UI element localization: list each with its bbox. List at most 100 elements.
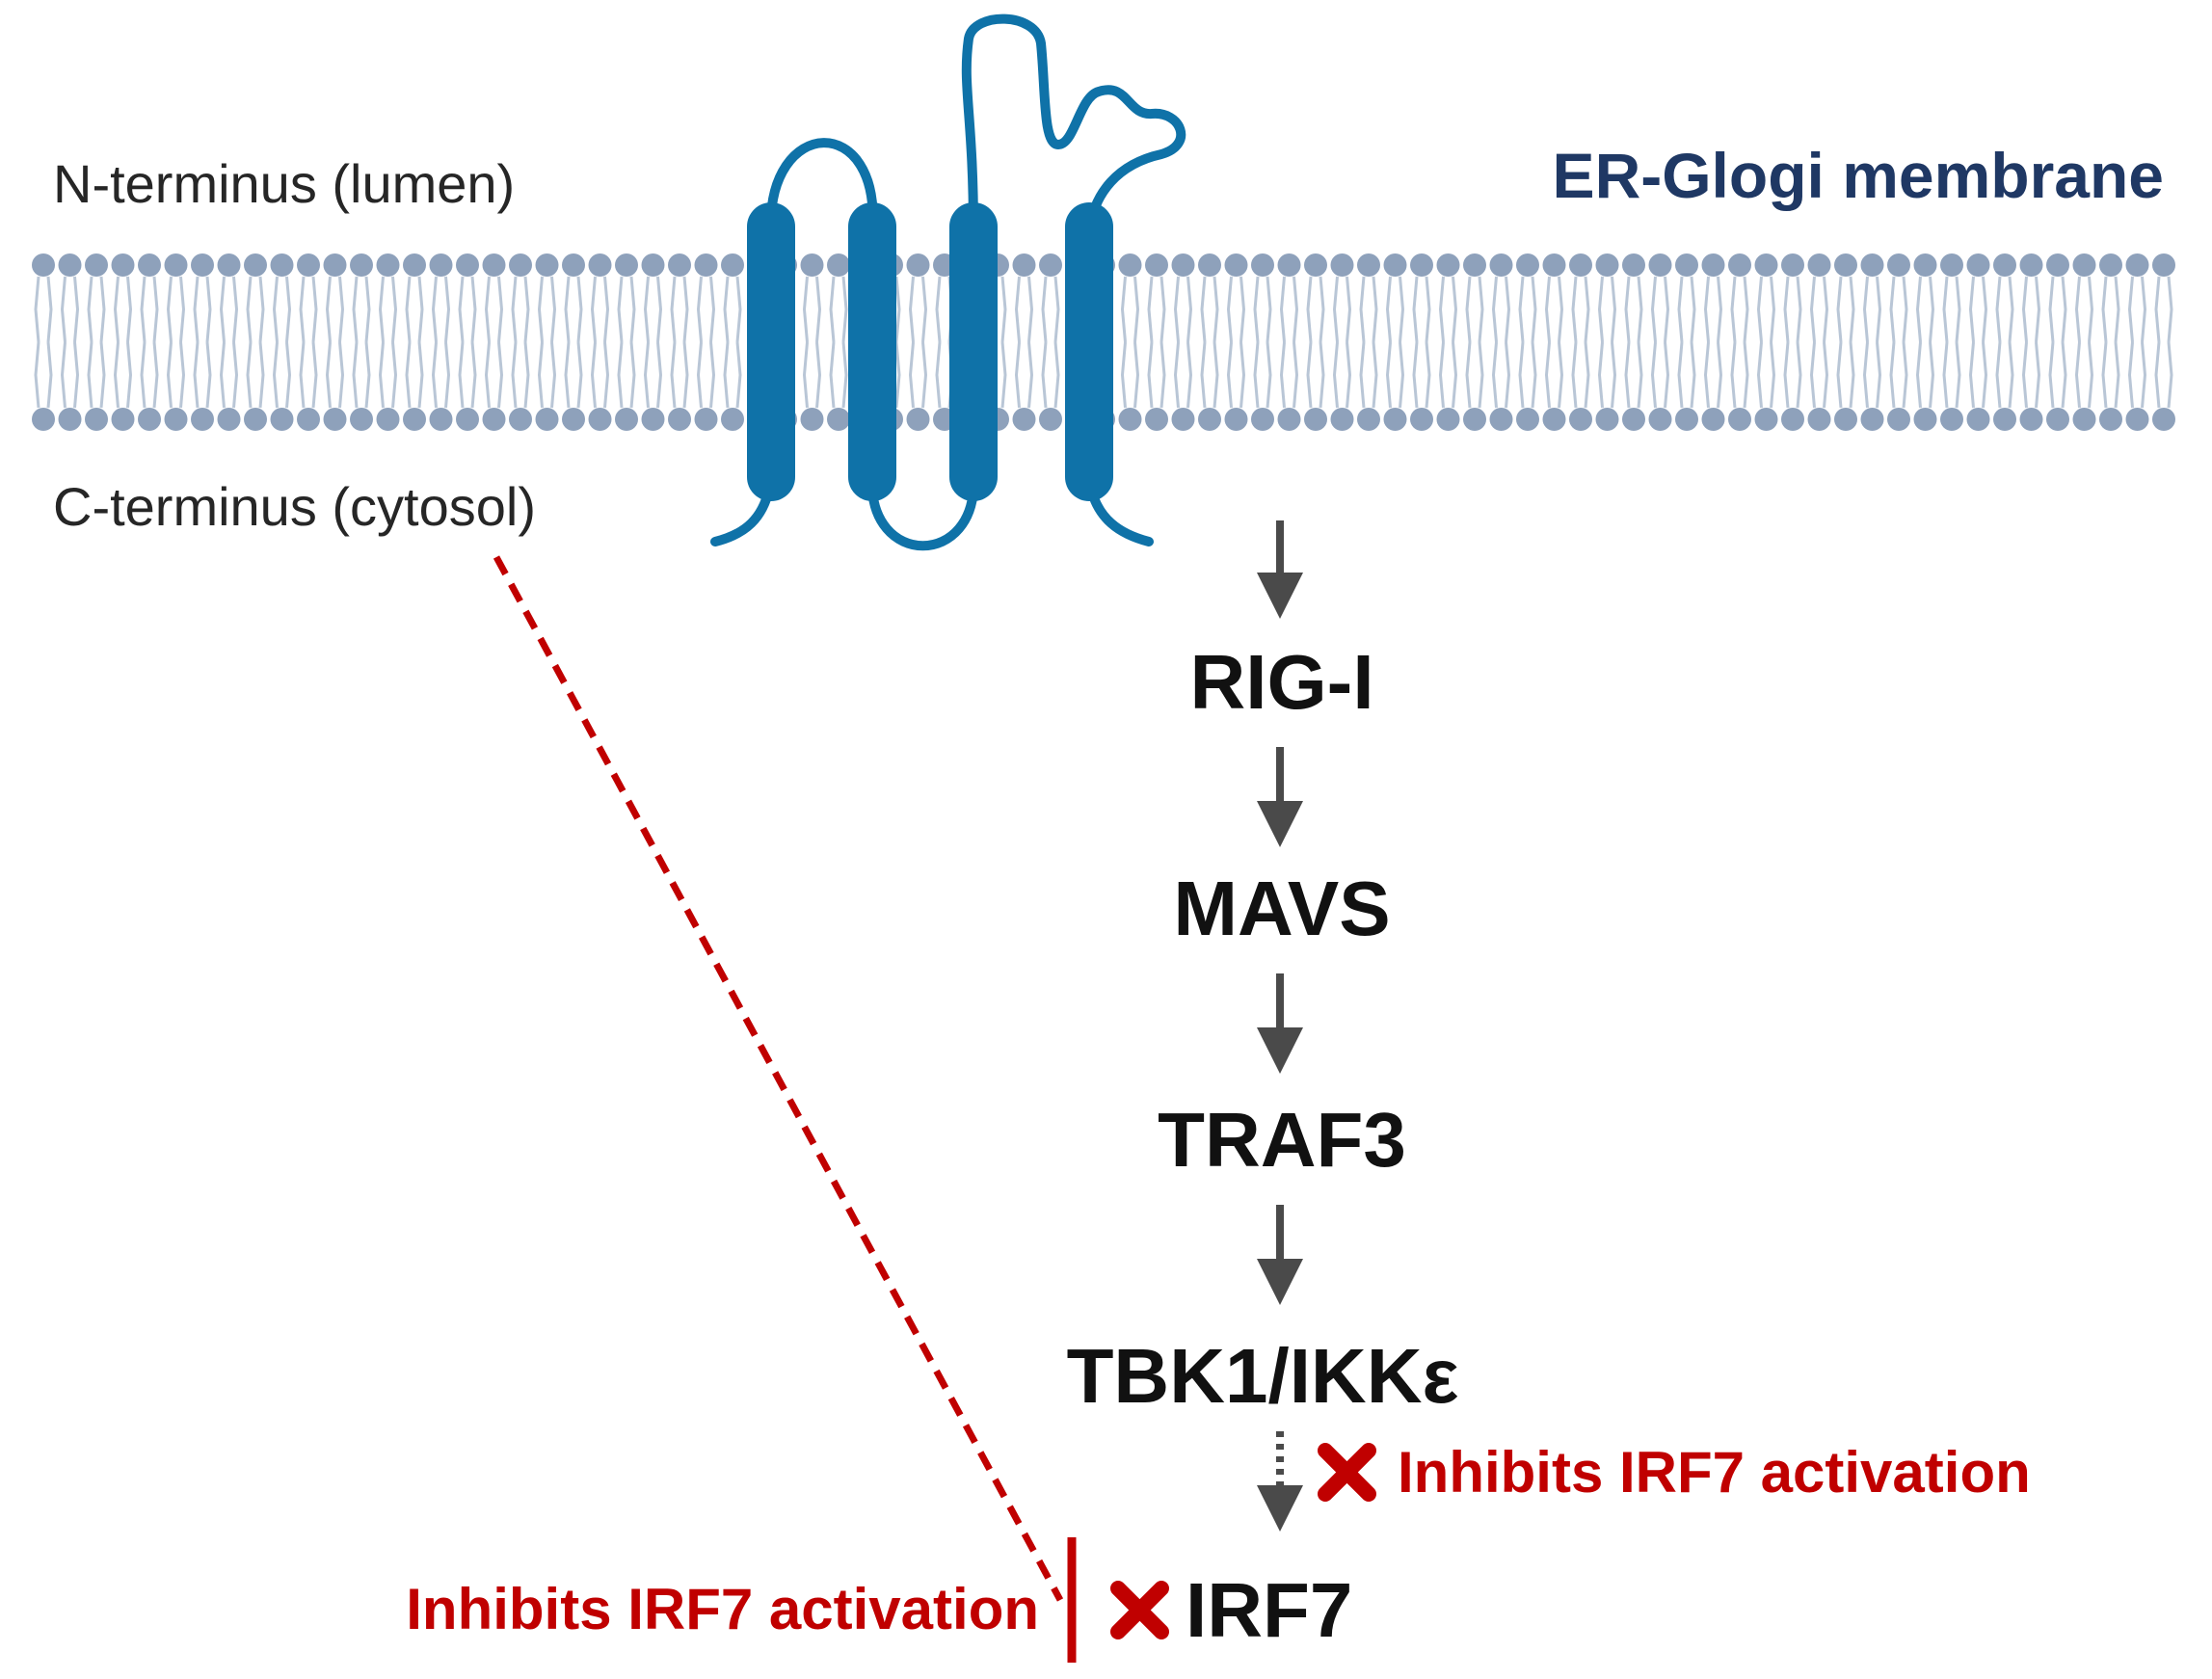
lipid-tail: [1518, 341, 1525, 409]
lipid-tail: [2154, 276, 2161, 343]
lipid-head: [1489, 408, 1513, 431]
lipid-tail: [1756, 341, 1763, 409]
lipid-tail: [815, 341, 822, 409]
lipid-tail: [1000, 341, 1007, 409]
protein-loop-lumen-large: [961, 13, 1186, 236]
protein-helix-2: [848, 202, 896, 501]
lipid-tail: [1730, 276, 1737, 343]
lipid-head: [244, 253, 267, 277]
lipid-head: [482, 253, 506, 277]
lipid-tail: [1730, 341, 1737, 409]
lipid-tail: [470, 341, 477, 409]
lipid-tail: [272, 276, 279, 343]
lipid-tail: [1929, 276, 1935, 343]
lipid-tail: [1571, 276, 1578, 343]
lipid-tail: [193, 276, 200, 343]
lipid-tail: [1942, 276, 1949, 343]
lipid-tail: [908, 276, 915, 343]
lipid-tail: [2114, 276, 2120, 343]
lipid-head: [1383, 408, 1407, 431]
protein-loop-cytosol: [866, 472, 979, 551]
lipid-tail: [1213, 276, 1219, 343]
lipid-head: [1940, 408, 1963, 431]
lipid-head: [2125, 408, 2149, 431]
lipid-head: [1595, 408, 1619, 431]
lipid-tail: [1531, 276, 1537, 343]
lipid-head: [1754, 253, 1778, 277]
lipid-head: [1251, 253, 1274, 277]
lipid-tail: [1955, 276, 1961, 343]
lipid-tail: [841, 341, 848, 409]
lipid-head: [1569, 253, 1592, 277]
lipid-tail: [1637, 341, 1643, 409]
transmembrane-protein: [710, 13, 1186, 551]
lipid-tail: [1452, 276, 1458, 343]
lipid-head: [694, 408, 718, 431]
lipid-tail: [232, 341, 239, 409]
node-mavs: MAVS: [1173, 866, 1390, 951]
lipid-tail: [484, 276, 491, 343]
lipid-head: [323, 408, 347, 431]
lipid-tail: [617, 276, 624, 343]
lipid-head: [1410, 408, 1433, 431]
lipid-head: [350, 253, 373, 277]
lipid-tail: [2154, 341, 2161, 409]
lipid-head: [1913, 408, 1937, 431]
lipid-tail: [1120, 341, 1127, 409]
lipid-tail: [232, 276, 239, 343]
lipid-tail: [2008, 276, 2014, 343]
lipid-tail: [1014, 341, 1021, 409]
lipid-head: [1436, 253, 1460, 277]
lipid-tail: [1690, 276, 1696, 343]
lipid-tail: [152, 276, 159, 343]
lipid-tail: [311, 341, 318, 409]
lipid-tail: [1306, 276, 1313, 343]
lipid-tail: [1041, 341, 1048, 409]
lipid-tail: [590, 341, 597, 409]
lipid-head: [1436, 408, 1460, 431]
lipid-tail: [1412, 276, 1419, 343]
lipid-tail: [1359, 276, 1366, 343]
lipid-tail: [1293, 341, 1299, 409]
lipid-tail: [1147, 341, 1154, 409]
lipid-head: [1410, 253, 1433, 277]
lipid-head: [694, 253, 718, 277]
lipid-head: [403, 408, 426, 431]
lipid-tail: [73, 276, 80, 343]
lipid-head: [1622, 253, 1645, 277]
lipid-tail: [643, 276, 650, 343]
lipid-tail: [709, 341, 716, 409]
lipid-tail: [1372, 341, 1378, 409]
lipid-tail: [1346, 341, 1352, 409]
lipid-head: [1860, 253, 1884, 277]
lipid-tail: [246, 276, 253, 343]
lipid-head: [1940, 253, 1963, 277]
lipid-tail: [1558, 276, 1564, 343]
lipid-head: [1224, 253, 1248, 277]
lipid-tail: [696, 341, 703, 409]
lipid-tail: [1929, 341, 1935, 409]
lipid-head: [535, 408, 559, 431]
lipid-tail: [1849, 276, 1855, 343]
lipid-tail: [1544, 341, 1551, 409]
lipid-tail: [1147, 276, 1154, 343]
lipid-tail: [894, 276, 901, 343]
lipid-tail: [1385, 341, 1392, 409]
lipid-tail: [1611, 276, 1617, 343]
lipid-tail: [1053, 341, 1060, 409]
lipid-tail: [1717, 276, 1723, 343]
lipid-head: [350, 408, 373, 431]
lipid-head: [615, 408, 638, 431]
c-terminus-label: C-terminus (cytosol): [53, 476, 536, 537]
lipid-tail: [246, 341, 253, 409]
lipid-tail: [1014, 276, 1021, 343]
lipid-tail: [34, 276, 40, 343]
lipid-tail: [1399, 276, 1405, 343]
lipid-head: [1330, 408, 1354, 431]
lipid-tail: [2101, 276, 2108, 343]
lipid-tail: [1889, 341, 1896, 409]
lipid-tail: [1279, 276, 1286, 343]
lipid-tail: [60, 341, 67, 409]
lipid-head: [1834, 253, 1857, 277]
